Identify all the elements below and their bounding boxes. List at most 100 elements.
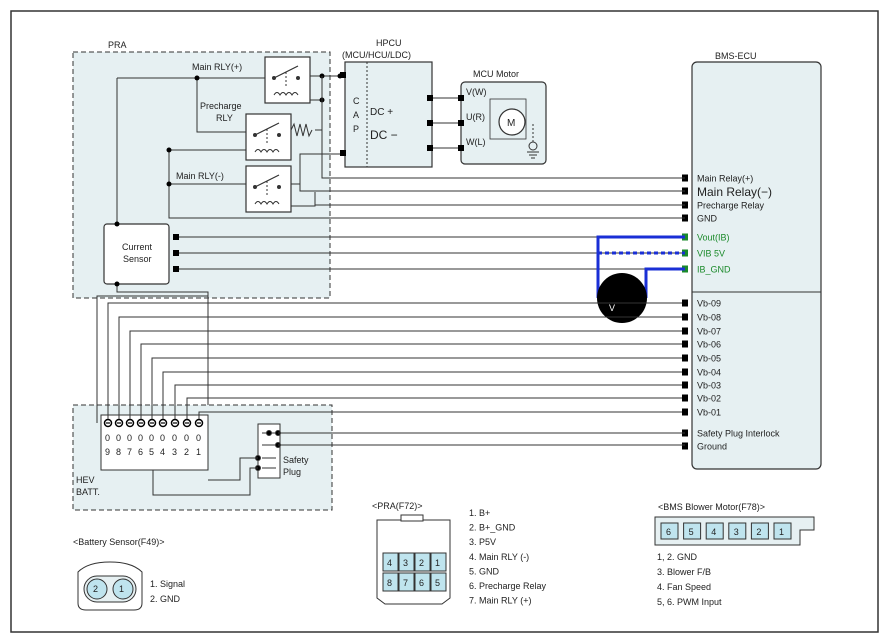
pra-connector-pin — [430, 572, 447, 592]
hpcu-dc-negative: DC − — [370, 128, 398, 142]
bms-pin-label: Main Relay(−) — [697, 185, 772, 199]
battery-cell-zero: 0 — [149, 433, 154, 443]
safety-plug-contacts — [255, 430, 281, 471]
battery-sensor-title: <Battery Sensor(F49)> — [73, 537, 165, 547]
bms-pin-label: Precharge Relay — [697, 201, 765, 211]
bms-pin-label: Vb-05 — [697, 354, 721, 364]
pra-connector-pin — [382, 552, 399, 572]
bms-pin-label: Vb-02 — [697, 394, 721, 404]
battery-cell-number: 5 — [149, 447, 154, 457]
voltmeter — [597, 273, 647, 323]
safety-plug — [257, 423, 281, 479]
blower-connector-pin-number: 4 — [711, 527, 716, 537]
cap-letter-c: C — [353, 96, 360, 106]
pra-connector-legend-item: 7. Main RLY (+) — [469, 596, 531, 606]
vb-wires — [96, 295, 682, 423]
bms-pin-terminal — [682, 340, 688, 348]
bms-pin-label: Safety Plug Interlock — [697, 429, 780, 439]
battery-cell-zero: 0 — [184, 433, 189, 443]
pra-connector-legend-item: 5. GND — [469, 566, 500, 576]
bms-pin-label: Main Relay(+) — [697, 174, 753, 184]
pra-connector-pin-number: 2 — [419, 558, 424, 568]
blower-connector-pin — [750, 522, 769, 540]
blower-connector-pin — [773, 522, 792, 540]
pra-connector-pin — [398, 572, 415, 592]
motor-symbol-letter: M — [507, 118, 515, 129]
blower-connector-legend-item: 3. Blower F/B — [657, 567, 711, 577]
pra-connector-pin — [414, 552, 431, 572]
blower-connector-pin-number: 3 — [734, 527, 739, 537]
motor-phase-v: V(W) — [466, 87, 487, 97]
battery-sensor-legend-2: 2. GND — [150, 594, 181, 604]
blower-connector-pin-number: 1 — [779, 527, 784, 537]
current-sensor-label-line1: Current — [122, 242, 153, 252]
pra-connector-pin-number: 5 — [435, 578, 440, 588]
precharge-label-line2: RLY — [216, 113, 233, 123]
safety-plug-label-line2: Plug — [283, 467, 301, 477]
main-rly-pos-label: Main RLY(+) — [192, 62, 242, 72]
voltmeter-measurement-wiring — [596, 235, 685, 298]
pra-connector-pin-number: 6 — [419, 578, 424, 588]
pra-connector-title: <PRA(F72)> — [372, 501, 423, 511]
pra-connector-legend-item: 2. B+_GND — [469, 523, 516, 533]
motor-phase-w: W(L) — [466, 137, 486, 147]
safety-plug-label-line1: Safety — [283, 455, 309, 465]
blower-connector-legend-item: 4. Fan Speed — [657, 582, 711, 592]
battery-cell-number: 1 — [196, 447, 201, 457]
blower-connector-pin — [728, 522, 747, 540]
main-rly-neg-relay — [245, 165, 292, 213]
blower-connector-pin-number: 2 — [756, 527, 761, 537]
blower-connector-legend-item: 1, 2. GND — [657, 552, 698, 562]
hpcu-title-line2: (MCU/HCU/LDC) — [342, 50, 411, 60]
battery-cell-zero: 0 — [196, 433, 201, 443]
battery-cell-zero: 0 — [172, 433, 177, 443]
battery-sensor-pin-2: 2 — [93, 584, 98, 594]
blower-connector-legend: 1, 2. GND 3. Blower F/B 4. Fan Speed 5, 6. … — [657, 552, 722, 607]
motor-terminals — [458, 95, 464, 151]
blower-connector-legend-item: 5, 6. PWM Input — [657, 597, 722, 607]
blower-connector-pin-number: 5 — [689, 527, 694, 537]
hpcu-title-line1: HPCU — [376, 38, 402, 48]
bms-pin-terminal — [682, 442, 688, 450]
bms-pin-terminal — [682, 299, 688, 307]
precharge-relay — [245, 113, 292, 161]
vb-wire — [151, 357, 682, 419]
hev-batt-label-line1: HEV — [76, 475, 95, 485]
battery-cell-number: 8 — [116, 447, 121, 457]
pra-connector-legend-item: 6. Precharge Relay — [469, 581, 547, 591]
vb-wire — [198, 411, 682, 419]
bms-pin-label: Vb-03 — [697, 381, 721, 391]
battery-cell-zero: 0 — [160, 433, 165, 443]
hev-batt-label-line2: BATT. — [76, 487, 100, 497]
vb-wire — [174, 384, 682, 419]
bms-ecu-box — [691, 61, 822, 470]
bms-pin-label: Vb-06 — [697, 340, 721, 350]
current-sensor-terminals — [173, 234, 179, 272]
bms-pin-terminal — [682, 394, 688, 402]
bms-pin-label: Vb-01 — [697, 408, 721, 418]
current-sensor — [103, 223, 170, 285]
bms-pin-terminal — [682, 368, 688, 376]
motor-ground-icon — [527, 124, 539, 159]
pra-connector-pin — [382, 572, 399, 592]
bms-pin-terminal — [682, 327, 688, 335]
vb-wire — [186, 397, 682, 419]
blower-connector-title: <BMS Blower Motor(F78)> — [658, 502, 765, 512]
pra-connector-pin-number: 7 — [403, 578, 408, 588]
bms-pin-label: Vout(IB) — [697, 233, 730, 243]
battery-cell-zero: 0 — [116, 433, 121, 443]
pra-connector-pin — [430, 552, 447, 572]
battery-cell-number: 2 — [184, 447, 189, 457]
bms-pin-label: Vb-08 — [697, 313, 721, 323]
battery-sensor-pin-1: 1 — [119, 584, 124, 594]
battery-cell-number: 7 — [127, 447, 132, 457]
precharge-resistor — [290, 122, 313, 138]
bms-pin-terminal — [682, 354, 688, 362]
pra-connector-pin-number: 8 — [387, 578, 392, 588]
pra-title: PRA — [108, 40, 127, 50]
safety-wires — [152, 432, 685, 496]
